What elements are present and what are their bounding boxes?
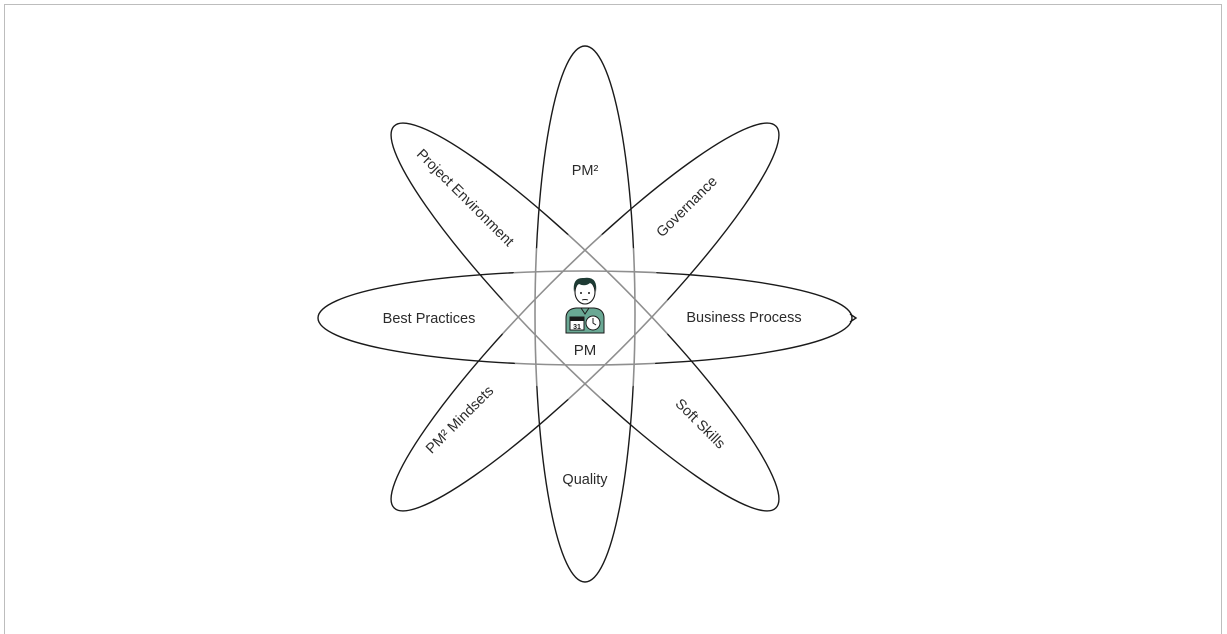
label-business-process: Business Process	[686, 310, 801, 326]
label-quality: Quality	[562, 472, 608, 488]
orbit-tail-mark	[849, 313, 858, 323]
label-governance: Governance	[654, 174, 721, 241]
svg-text:31: 31	[573, 324, 581, 331]
orbit-inner-overlap	[501, 233, 669, 401]
label-pm2: PM²	[572, 163, 599, 179]
label-project-environment: Project Environment	[413, 146, 517, 250]
center-label: PM	[574, 342, 597, 359]
label-pm2-mindsets: PM² Mindsets	[423, 383, 497, 457]
label-soft-skills: Soft Skills	[672, 396, 728, 452]
project-manager-icon: 31	[565, 277, 605, 334]
calendar-icon: 31	[569, 316, 585, 331]
clock-icon	[585, 315, 601, 331]
label-best-practices: Best Practices	[383, 311, 476, 327]
